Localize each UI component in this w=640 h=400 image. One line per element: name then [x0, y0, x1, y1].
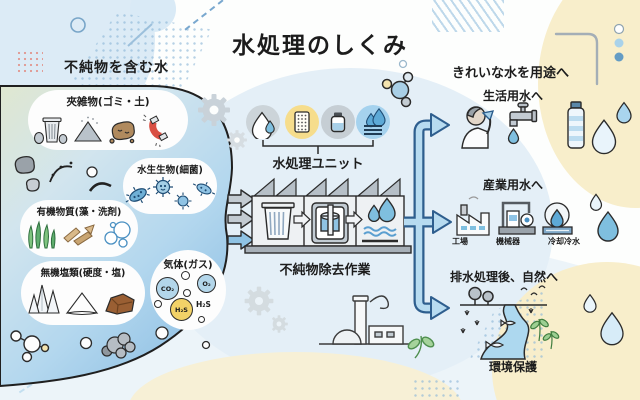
- leaf-sprout-icon: [407, 335, 435, 359]
- impurity-group-label: 夾雑物(ゴミ・土): [66, 96, 150, 108]
- debris-icons: [33, 114, 169, 147]
- machine-icon: [498, 201, 536, 235]
- nature-caption: 環境保護: [488, 360, 537, 374]
- bacteria-coccus-icon: [174, 192, 192, 210]
- industrial-item-label-factory: 工場: [452, 237, 468, 246]
- gas-h2s-text: H₂S: [196, 300, 211, 309]
- water-drop-icons-right: [583, 101, 632, 346]
- corner-line-topright: [554, 32, 599, 86]
- bacteria-rod-icon: [192, 181, 215, 197]
- trash-icon: [33, 117, 68, 145]
- diagonal-line-topleft: [127, 23, 153, 47]
- industrial-item-labels: 工場 機械器 冷却冷水: [452, 236, 580, 247]
- impurity-group-label: 無機塩類(硬度・塩): [40, 268, 126, 279]
- plant-icon: [530, 318, 560, 350]
- tiny-circle-top: [398, 59, 408, 69]
- river-icon: [480, 304, 530, 360]
- molecule-icon-top: [381, 71, 414, 108]
- red-dots-left: [16, 50, 43, 73]
- unit-icon-aeration: [356, 105, 390, 139]
- wood-chips-icon: [63, 224, 95, 246]
- crystal-icon: [28, 284, 60, 314]
- dirt-clod-icon: [109, 121, 135, 144]
- unit-bracket: [262, 140, 374, 154]
- rock-icon: [105, 293, 135, 315]
- treatment-jar-icon: [330, 112, 346, 133]
- gear-icon-bottom: [244, 286, 288, 333]
- impurity-group-gases: 気体(ガス) CO₂ O₂ H₂S H₂S: [150, 250, 226, 330]
- smoke-cloud-icon: [101, 332, 136, 359]
- domestic-use-icons: [461, 101, 585, 149]
- unit-icon-filter: [285, 105, 319, 139]
- clean-water-stage-icon: [362, 197, 398, 243]
- unit-icon-jar: [321, 105, 355, 139]
- grass-icons: [460, 308, 534, 334]
- inflow-arrows: [227, 189, 255, 250]
- circle-outline-topleft: [70, 17, 86, 33]
- treatment-plant-illustration: [244, 177, 412, 254]
- stage-arrow-2: [345, 210, 363, 229]
- magnet-icon: [142, 114, 169, 147]
- stage-arrow-1: [293, 210, 311, 229]
- gas-h2s-icon: H₂S: [170, 298, 193, 321]
- gas-bubble-icon: [198, 316, 205, 323]
- stripes-topright: [432, 0, 504, 32]
- impurity-group-debris: 夾雑物(ゴミ・土): [28, 90, 188, 150]
- impurity-group-label: 有機物質(藻・洗剤): [36, 207, 122, 218]
- bacteria-scatter-icon: [49, 161, 112, 192]
- impurity-group-label: 水生生物(細菌): [137, 165, 203, 176]
- distribution-arrow: [404, 113, 452, 320]
- industrial-item-label-machine: 機械器: [496, 237, 520, 246]
- gas-o2-icon: O₂: [197, 274, 216, 293]
- fish-icon: [485, 319, 517, 350]
- trash-stage-icon: [261, 202, 295, 240]
- water-bottle-icon: [567, 101, 585, 149]
- organics-icons: [28, 220, 131, 249]
- gray-particle-icons: [14, 156, 211, 350]
- unit-icon-drop: [246, 105, 280, 139]
- left-section-header: 不純物を含む水: [64, 60, 169, 76]
- impurity-group-label: 気体(ガス): [163, 260, 213, 271]
- gear-icon-top: [198, 94, 247, 150]
- molecule-icon-bottomleft: [10, 330, 50, 363]
- gas-bubble-icon: [154, 300, 162, 308]
- gas-co2-icon: CO₂: [156, 277, 179, 300]
- dot-trio-topright: [613, 23, 625, 62]
- city-sketch-icon: [319, 295, 411, 345]
- factory-icon: [456, 196, 490, 236]
- bird-icons: [520, 285, 546, 296]
- cooling-tank-icon: [542, 202, 573, 235]
- domestic-label: 生活用水へ: [482, 89, 543, 103]
- tree-icon: [468, 286, 494, 305]
- bacteria-icons: [125, 177, 215, 210]
- gas-bubble-icon: [181, 271, 190, 280]
- sand-pile-icon: [73, 116, 103, 142]
- halftone-dots-bottomcenter: [412, 378, 462, 398]
- person-drinking-icon: [461, 106, 495, 149]
- impurity-group-organisms: 水生生物(細菌): [123, 158, 217, 214]
- aeration-icon: [364, 107, 386, 135]
- salts-icons: [28, 284, 135, 316]
- process-label: 不純物除去作業: [279, 263, 371, 278]
- page-title: 水処理のしくみ: [232, 33, 408, 59]
- unit-label: 水処理ユニット: [272, 157, 364, 172]
- impurity-group-organics: 有機物質(藻・洗剤): [20, 200, 138, 257]
- water-drop-icon: [251, 111, 275, 139]
- algae-icon: [28, 220, 56, 249]
- industrial-label: 産業用水へ: [482, 178, 543, 192]
- soap-bubbles-icon: [104, 221, 131, 248]
- nature-scene: [460, 285, 560, 360]
- salt-pile-icon: [65, 292, 99, 316]
- mixing-tank-icon: [311, 202, 349, 244]
- faucet-icon: [507, 102, 538, 145]
- industrial-use-icons: [456, 196, 573, 236]
- impurity-group-salts: 無機塩類(硬度・塩): [21, 261, 145, 325]
- gas-bubble-icon: [183, 289, 191, 297]
- filter-screen-icon: [294, 111, 310, 133]
- bacteria-coccus-icon: [153, 177, 173, 197]
- bacteria-rod-icon: [125, 186, 151, 204]
- right-section-header: きれいな水を用途へ: [452, 66, 570, 81]
- industrial-item-label-cooling: 冷却冷水: [548, 237, 580, 246]
- nature-label: 排水処理後、自然へ: [450, 270, 559, 284]
